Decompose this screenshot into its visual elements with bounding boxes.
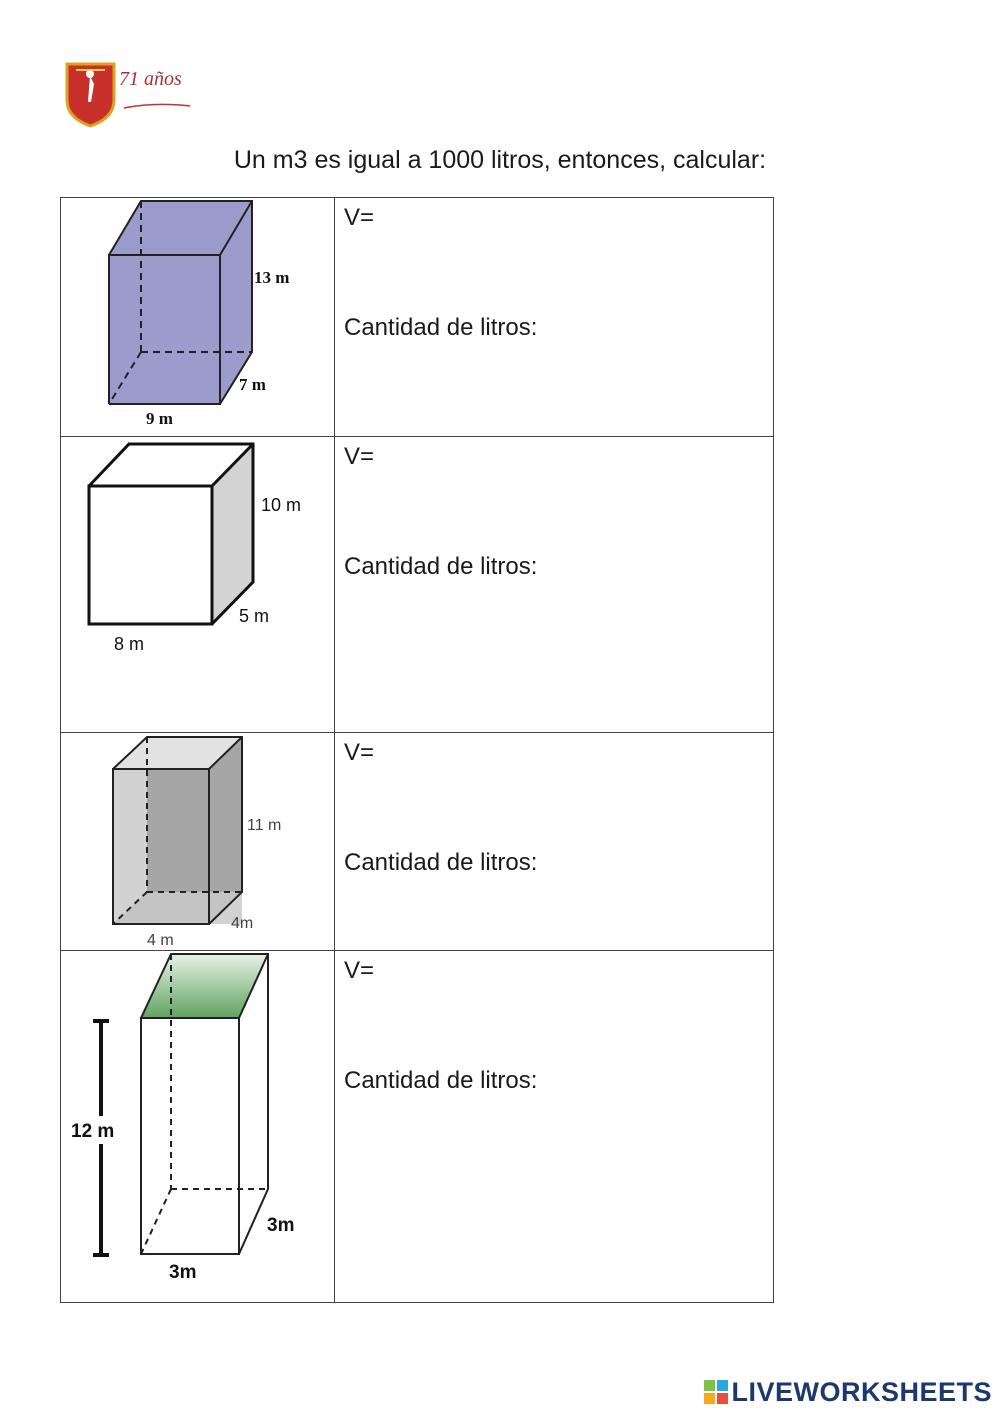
figure-cell: 11 m 4m 4 m <box>60 732 335 951</box>
dim-height-label: 12 m <box>71 1121 114 1142</box>
brand-text: LIVEWORKSHEETS <box>731 1376 992 1407</box>
liters-label: Cantidad de litros: <box>344 553 538 580</box>
dim-depth-label: 5 m <box>239 606 269 626</box>
school-logo: 71 años <box>64 62 194 128</box>
figure-cell: 12 m 3m 3m <box>60 950 335 1303</box>
dim-depth-label: 7 m <box>239 375 266 394</box>
figure-cell: 10 m 5 m 8 m <box>60 436 335 733</box>
exercise-row: 13 m 7 m 9 m V= Cantidad de litros: <box>60 197 774 437</box>
volume-label: V= <box>344 443 375 470</box>
answer-cell: V= Cantidad de litros: <box>334 197 774 437</box>
liveworksheets-logo-icon <box>704 1380 729 1404</box>
liters-label: Cantidad de litros: <box>344 1067 538 1094</box>
dim-width-label: 3m <box>169 1262 196 1283</box>
logo-caption: 71 años <box>119 68 182 90</box>
dim-height-label: 10 m <box>261 495 301 515</box>
prism-3-figure: 11 m 4m 4 m <box>112 736 281 949</box>
volume-label: V= <box>344 957 375 984</box>
prism-2-figure: 10 m 5 m 8 m <box>87 442 301 654</box>
volume-label: V= <box>344 739 375 766</box>
answer-cell: V= Cantidad de litros: <box>334 950 774 1303</box>
exercise-row: 11 m 4m 4 m V= Cantidad de litros: <box>60 732 774 951</box>
answer-cell: V= Cantidad de litros: <box>334 732 774 951</box>
school-crest-icon <box>65 62 191 128</box>
dim-height-label: 11 m <box>247 817 281 834</box>
answer-cell: V= Cantidad de litros: <box>334 436 774 733</box>
dim-width-label: 8 m <box>114 634 144 654</box>
volume-label: V= <box>344 204 375 231</box>
dim-width-label: 9 m <box>146 409 173 428</box>
prism-4-figure: 12 m 3m 3m <box>69 953 294 1283</box>
dim-width-label: 4 m <box>147 932 174 949</box>
liveworksheets-brand: LIVEWORKSHEETS <box>704 1377 992 1407</box>
figure-cell: 13 m 7 m 9 m <box>60 197 335 437</box>
liters-label: Cantidad de litros: <box>344 314 538 341</box>
exercise-table: 13 m 7 m 9 m V= Cantidad de litros: 10 m… <box>60 197 774 1303</box>
prism-1-figure: 13 m 7 m 9 m <box>108 200 289 428</box>
exercise-row: 12 m 3m 3m V= Cantidad de litros: <box>60 950 774 1303</box>
dim-depth-label: 4m <box>231 915 253 932</box>
dim-depth-label: 3m <box>267 1215 294 1236</box>
worksheet-title: Un m3 es igual a 1000 litros, entonces, … <box>233 146 767 174</box>
dim-height-label: 13 m <box>254 268 289 287</box>
liters-label: Cantidad de litros: <box>344 849 538 876</box>
exercise-row: 10 m 5 m 8 m V= Cantidad de litros: <box>60 436 774 733</box>
